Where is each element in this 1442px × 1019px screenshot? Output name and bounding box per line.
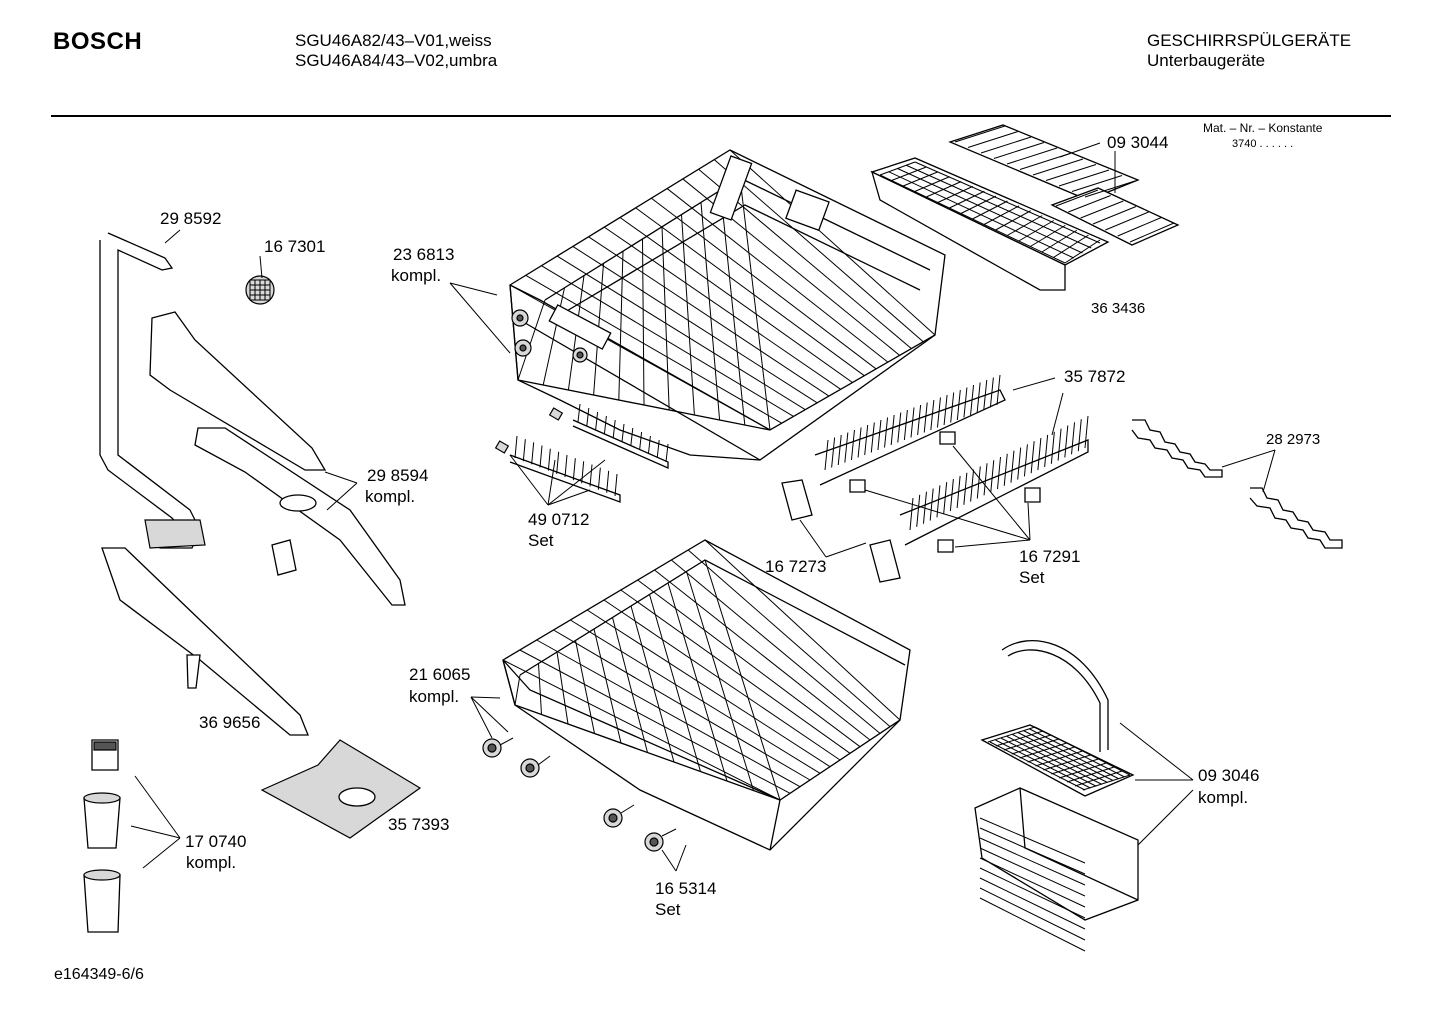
part-label-298592: 29 8592 — [160, 209, 222, 228]
mat-nr-value: 3740 . . . . . . — [1232, 138, 1294, 150]
part-label-093046: 09 3046 — [1198, 766, 1260, 785]
cutlery-tray-drawing — [872, 125, 1178, 290]
part-note-167291: Set — [1019, 568, 1045, 587]
tine-racks-large-drawing — [815, 375, 1088, 545]
part-label-165314: 16 5314 — [655, 879, 717, 898]
part-note-165314: Set — [655, 900, 681, 919]
part-label-298594: 29 8594 — [367, 466, 429, 485]
part-note-490712: Set — [528, 531, 554, 550]
part-label-167301: 16 7301 — [264, 237, 326, 256]
part-note-170740: kompl. — [186, 853, 237, 872]
part-label-363436: 36 3436 — [1091, 300, 1146, 317]
cutlery-basket-drawing — [975, 641, 1138, 951]
hinge-strips-drawing — [1132, 420, 1342, 548]
lower-basket-drawing — [483, 540, 910, 851]
model-line-1: SGU46A82/43–V01,weiss — [295, 31, 492, 50]
spray-arm-assembly-drawing — [100, 233, 405, 735]
part-label-369656: 36 9656 — [199, 713, 261, 732]
brand-logo: BOSCH — [53, 28, 143, 55]
part-label-490712: 49 0712 — [528, 510, 590, 529]
upper-basket-drawing — [510, 150, 945, 460]
document-id: e164349-6/6 — [54, 966, 144, 983]
tine-rows-small-drawing — [496, 404, 668, 502]
part-label-093044: 09 3044 — [1107, 133, 1169, 152]
part-note-298594: kompl. — [365, 487, 416, 506]
part-label-357393: 35 7393 — [388, 815, 450, 834]
part-note-236813: kompl. — [391, 266, 442, 285]
part-label-282973: 28 2973 — [1266, 431, 1321, 448]
part-note-216065: kompl. — [409, 687, 460, 706]
part-label-216065: 21 6065 — [409, 665, 471, 684]
leader-lines — [131, 143, 1275, 871]
part-label-236813: 23 6813 — [393, 245, 455, 264]
part-note-093046: kompl. — [1198, 788, 1249, 807]
sieve-plate-drawing — [262, 740, 420, 838]
part-label-167291: 16 7291 — [1019, 547, 1081, 566]
category-title: GESCHIRRSPÜLGERÄTE — [1147, 31, 1352, 50]
mat-nr-label: Mat. – Nr. – Konstante — [1203, 121, 1323, 135]
filters-drawing — [84, 740, 120, 932]
header-divider — [51, 115, 1391, 117]
clips-drawing — [782, 432, 1040, 582]
part-label-357872: 35 7872 — [1064, 367, 1126, 386]
model-line-2: SGU46A84/43–V02,umbra — [295, 51, 498, 70]
subcategory-title: Unterbaugeräte — [1147, 51, 1266, 70]
part-label-167273: 16 7273 — [765, 557, 827, 576]
part-label-170740: 17 0740 — [185, 832, 247, 851]
